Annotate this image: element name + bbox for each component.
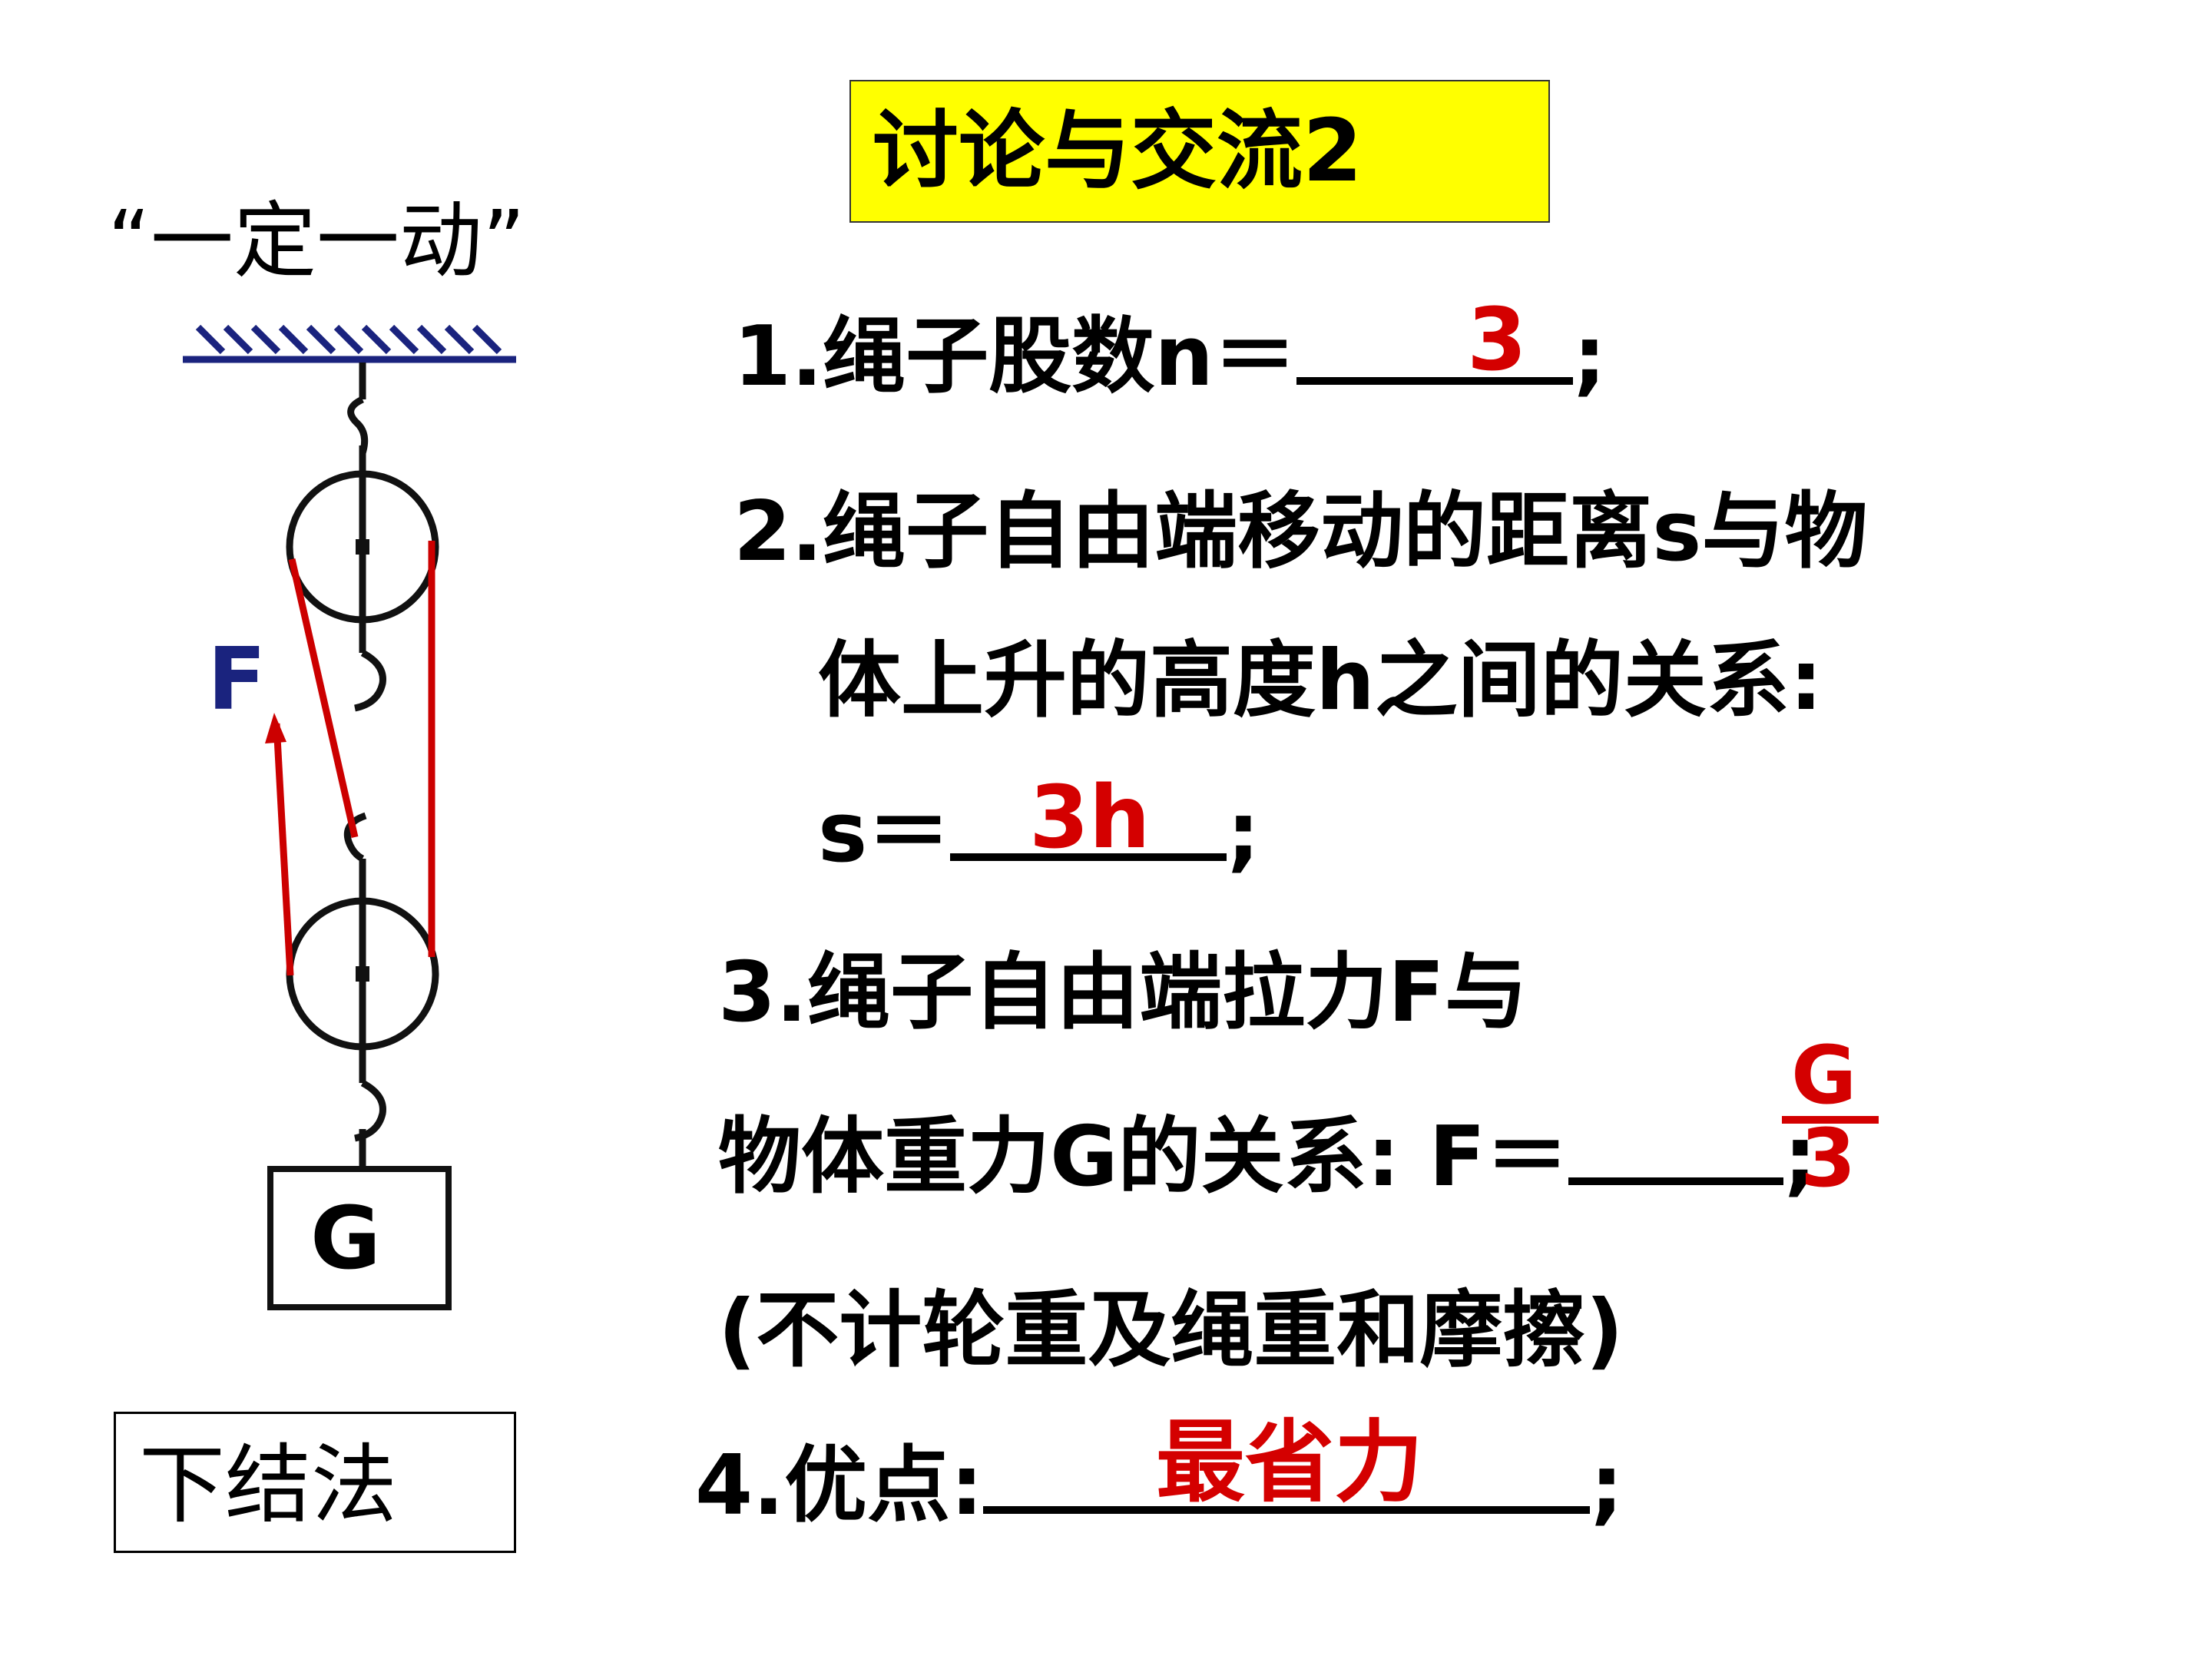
question-4-text: 4.优点: (695, 1438, 984, 1534)
question-1-text: 1.绳子股数n＝ (733, 309, 1297, 405)
answer-3-fraction-bar (1782, 1116, 1879, 1124)
question-2-line-3: s＝; (818, 783, 1260, 883)
question-3-text: 物体重力G的关系: F＝ (718, 1109, 1569, 1205)
question-2-blank (950, 853, 1227, 861)
question-2-line-1: 2.绳子自由端移动的距离s与物 (733, 484, 1868, 580)
question-2-text: s＝ (818, 785, 951, 881)
question-4-blank (983, 1506, 1591, 1514)
method-button[interactable]: 下结法 (114, 1412, 516, 1553)
answer-4: 最省力 (1156, 1411, 1423, 1515)
question-3-line-1: 3.绳子自由端拉力F与 (718, 945, 1528, 1041)
weight-label: G (310, 1189, 381, 1289)
question-1: 1.绳子股数n＝; (733, 307, 1606, 407)
rope (273, 541, 435, 976)
answer-1: 3 (1467, 290, 1527, 390)
force-arrow-head (265, 713, 286, 743)
question-2-suffix: ; (1227, 785, 1260, 881)
bottom-hook (353, 1051, 386, 1167)
answer-2: 3h (1029, 768, 1151, 868)
answer-3-denominator: 3 (1800, 1111, 1856, 1205)
middle-hook-upper (353, 624, 386, 712)
method-button-label: 下结法 (139, 1435, 397, 1535)
question-4: 4.优点:; (695, 1436, 1624, 1536)
slide-title: 讨论与交流2 (873, 101, 1363, 201)
question-3-blank (1568, 1177, 1784, 1185)
question-2-line-2: 体上升的高度h之间的关系: (818, 633, 1823, 729)
answer-3-numerator: G (1791, 1028, 1857, 1122)
subtitle: “一定一动” (108, 194, 525, 290)
question-3-note: (不计轮重及绳重和摩擦) (718, 1283, 1624, 1379)
question-1-blank (1296, 377, 1574, 385)
force-label: F (207, 630, 267, 730)
ceiling-support (183, 324, 516, 363)
top-hook (347, 363, 369, 485)
title-box: 讨论与交流2 (849, 80, 1550, 223)
question-1-suffix: ; (1573, 309, 1607, 405)
weight-box (267, 1166, 452, 1310)
question-4-suffix: ; (1590, 1438, 1624, 1534)
question-3-suffix: ; (1783, 1109, 1817, 1205)
question-3-line-2: 物体重力G的关系: F＝; (718, 1108, 1816, 1207)
